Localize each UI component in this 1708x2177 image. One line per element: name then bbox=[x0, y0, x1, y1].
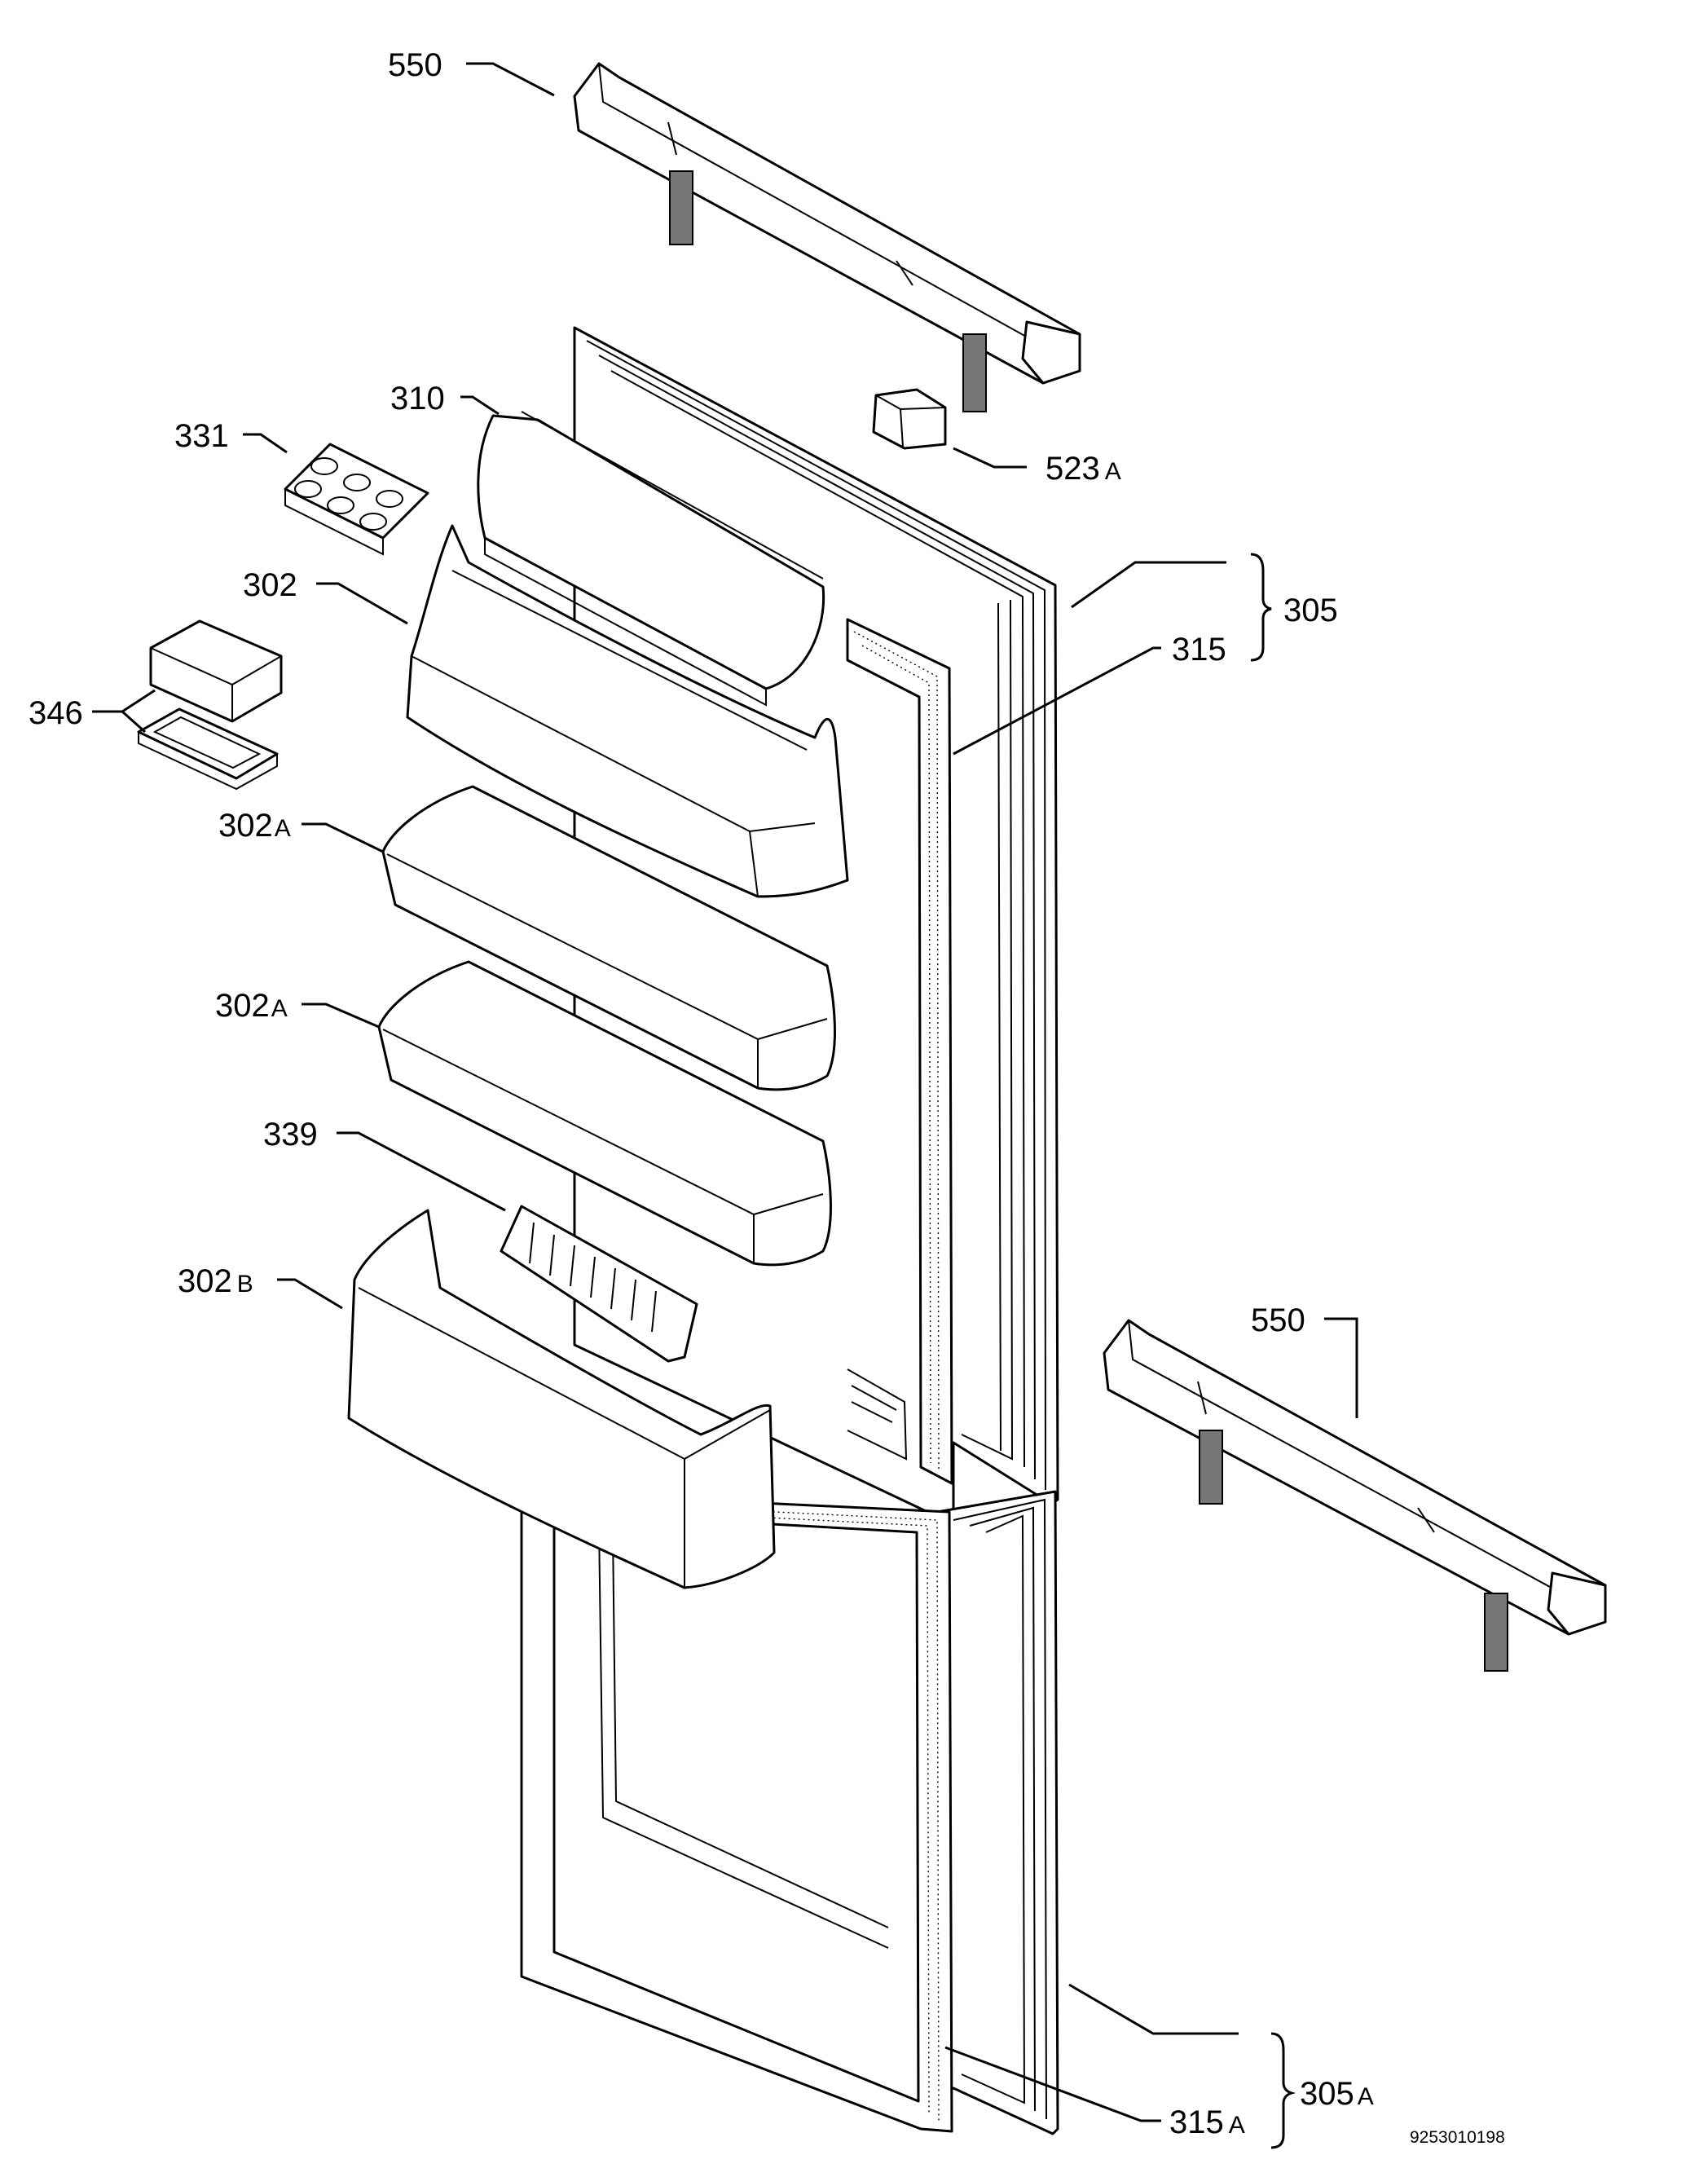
lower-door-gasket bbox=[520, 1490, 953, 2133]
upper-door-gasket bbox=[846, 618, 953, 1485]
door-shelf-302a-lower bbox=[377, 960, 832, 1267]
door-shelf-302b bbox=[347, 1209, 776, 1589]
egg-tray bbox=[284, 443, 429, 556]
leader-lines bbox=[92, 62, 1358, 2122]
callout-302a-upper: 302A bbox=[218, 808, 291, 844]
hinge-cover-523a bbox=[872, 388, 947, 450]
lower-door-panel bbox=[935, 1490, 1059, 2135]
bottle-retainer-339 bbox=[500, 1205, 698, 1363]
brace-305a bbox=[1270, 2032, 1296, 2149]
callout-550-right: 550 bbox=[1251, 1302, 1305, 1338]
callout-339: 339 bbox=[263, 1117, 318, 1152]
door-shelf-302 bbox=[406, 524, 849, 898]
callout-310: 310 bbox=[390, 381, 445, 416]
callout-305: 305 bbox=[1283, 593, 1338, 628]
callout-550-top: 550 bbox=[388, 47, 442, 83]
callout-346: 346 bbox=[29, 695, 83, 731]
callout-331: 331 bbox=[174, 418, 229, 454]
brace-305 bbox=[1250, 553, 1272, 662]
hinge-bracket-right bbox=[1103, 1319, 1607, 1672]
dairy-flap-310 bbox=[477, 411, 825, 707]
callout-315: 315 bbox=[1172, 632, 1226, 668]
drawing-code: 9253010198 bbox=[1410, 2128, 1505, 2147]
hinge-bracket-top bbox=[573, 62, 1081, 412]
callout-302: 302 bbox=[243, 567, 297, 603]
door-shelf-302a-upper bbox=[381, 785, 836, 1091]
callout-302a-lower: 302A bbox=[215, 988, 288, 1024]
butter-dish bbox=[137, 619, 283, 791]
